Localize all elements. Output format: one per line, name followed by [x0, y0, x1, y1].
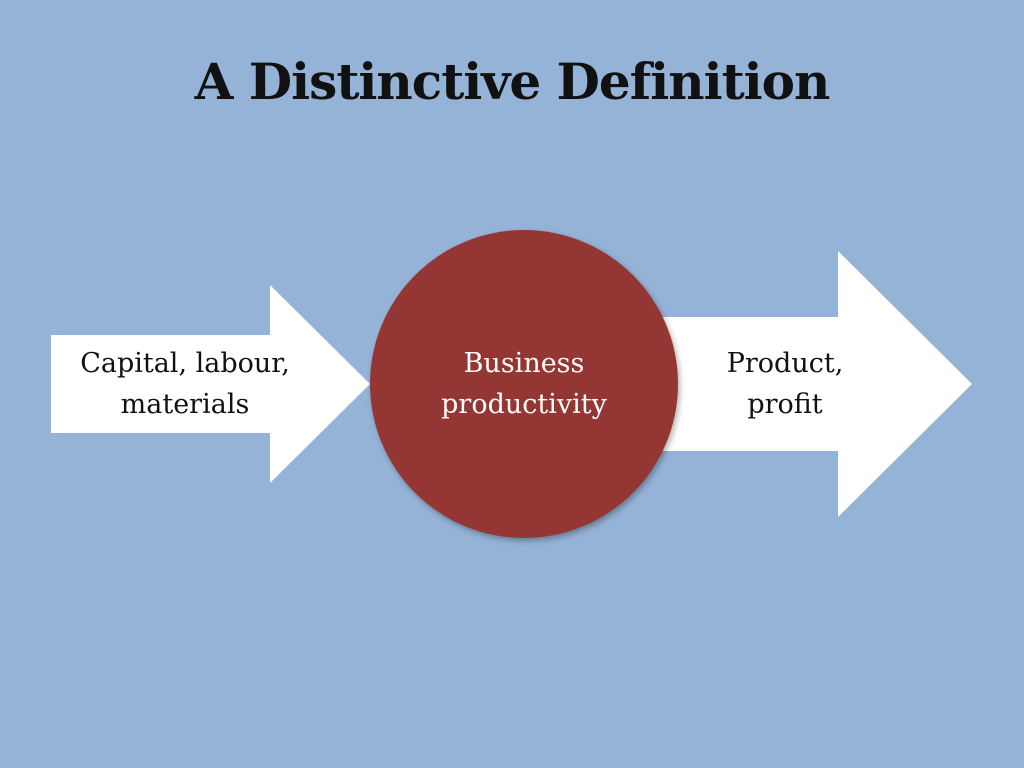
slide-title: A Distinctive Definition [194, 52, 831, 111]
output-label: Product, profit [726, 348, 844, 420]
input-label: Capital, labour, materials [80, 348, 290, 420]
output-arrow [640, 251, 972, 517]
input-arrow [51, 285, 370, 483]
center-label: Business productivity [441, 348, 607, 420]
center-circle [370, 230, 678, 538]
